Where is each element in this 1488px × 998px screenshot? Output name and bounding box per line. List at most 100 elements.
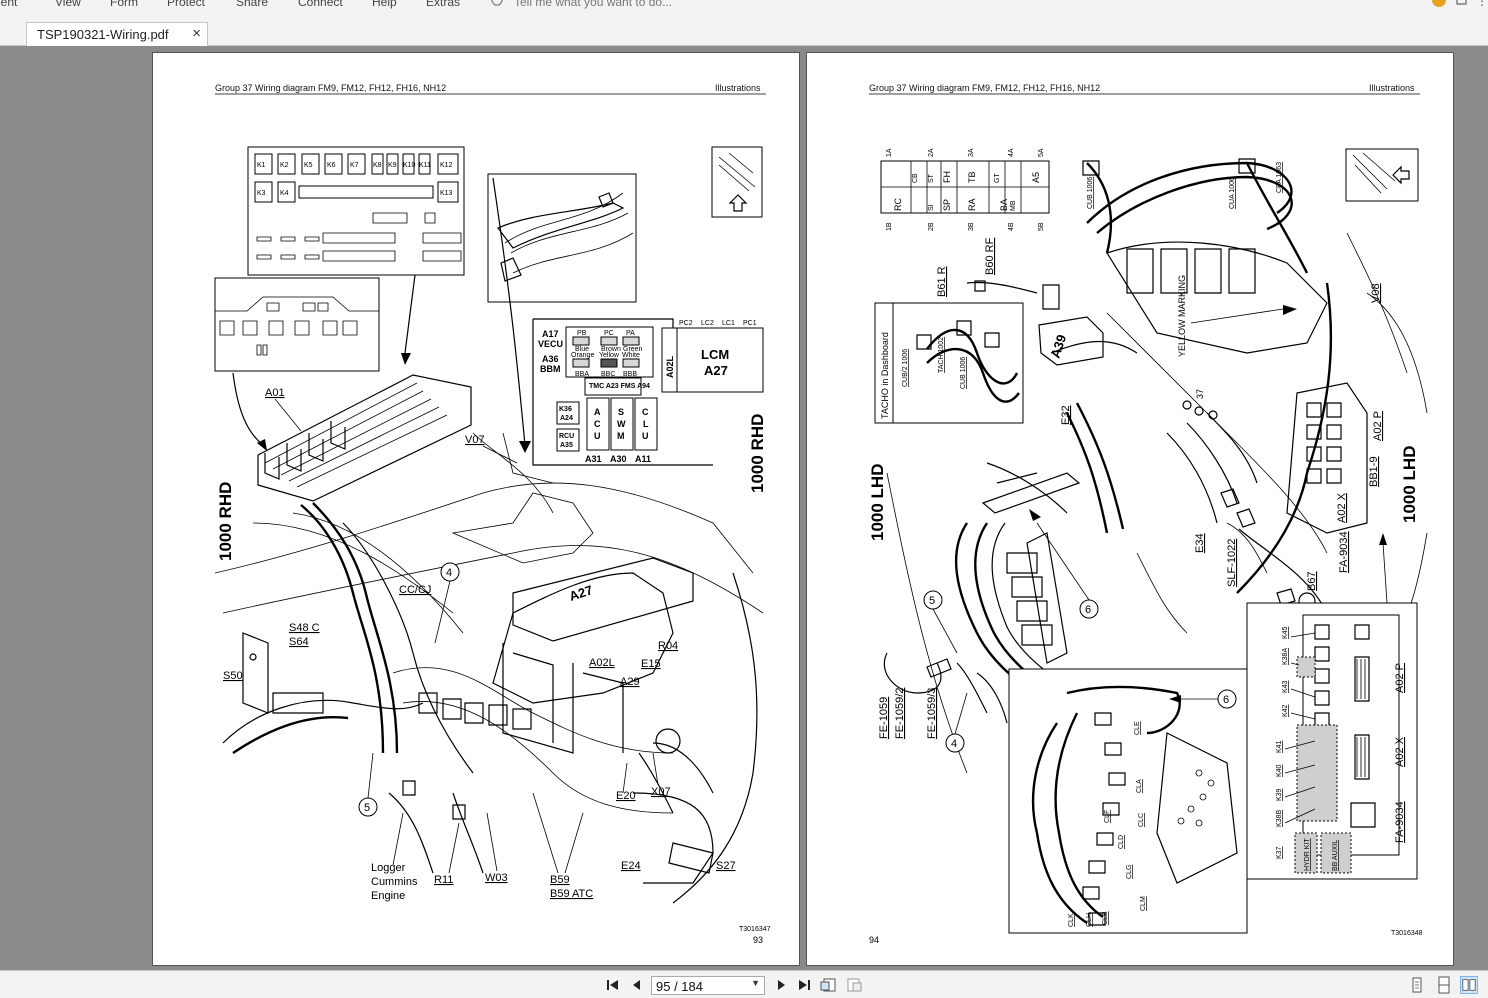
document-tab-title: TSP190321-Wiring.pdf: [37, 27, 169, 42]
more-icon[interactable]: ⋮: [1476, 0, 1488, 8]
svg-text:5: 5: [364, 802, 370, 814]
status-bar: 95 / 184 ▼: [0, 970, 1488, 998]
label-e32: E32: [1060, 405, 1072, 425]
svg-text:1B: 1B: [886, 222, 893, 231]
label-a01: A01: [265, 387, 285, 399]
next-view-icon[interactable]: [845, 977, 863, 993]
next-page-icon[interactable]: [772, 977, 790, 993]
svg-text:CUB 1006: CUB 1006: [960, 357, 967, 389]
svg-text:White: White: [622, 352, 640, 359]
side-label-rhd-bottom: 1000 RHD: [216, 482, 235, 561]
svg-text:CLH: CLH: [1086, 913, 1093, 927]
menu-extras[interactable]: Extras: [426, 0, 461, 9]
close-tab-icon[interactable]: ×: [192, 25, 201, 42]
label-fa-9034-top: FA-9034: [1338, 531, 1350, 573]
svg-text:RC: RC: [893, 198, 903, 211]
menu-help[interactable]: Help: [372, 0, 397, 9]
document-viewport[interactable]: Group 37 Wiring diagram FM9, FM12, FH12,…: [0, 46, 1488, 970]
last-page-icon[interactable]: [795, 977, 813, 993]
first-page-icon[interactable]: [604, 977, 622, 993]
svg-text:CUB/2 1006: CUB/2 1006: [902, 349, 909, 387]
svg-text:3B: 3B: [968, 222, 975, 231]
label-yellow-marking: YELLOW MARKING: [1177, 275, 1187, 357]
svg-text:BBA: BBA: [575, 371, 589, 378]
fuse-grid-diagram: 1A 2A 3A 4A 5A CB ST FH TB GT A5 RC SI S…: [880, 148, 1050, 231]
label-b67: B67: [1306, 571, 1318, 591]
side-label-lhd-left: 1000 LHD: [868, 464, 887, 541]
menu-comment[interactable]: nent: [0, 0, 18, 9]
single-page-view-icon[interactable]: [1408, 976, 1426, 994]
label-r11: R11: [434, 874, 453, 886]
central-unit-a01-drawing: A01: [257, 374, 472, 502]
page-number-94: 94: [869, 935, 879, 945]
label-fe-1059: FE-1059: [878, 697, 890, 739]
svg-text:CB: CB: [912, 173, 919, 183]
svg-text:6: 6: [1085, 604, 1091, 616]
svg-text:5B: 5B: [1038, 222, 1045, 231]
svg-text:A5: A5: [1031, 172, 1041, 183]
label-a29: A29: [620, 676, 640, 688]
label-a02l-engine: A02L: [589, 657, 615, 669]
svg-text:3A: 3A: [968, 148, 975, 157]
svg-text:K41: K41: [1276, 740, 1283, 753]
label-engine: Engine: [371, 890, 405, 902]
svg-text:CLM: CLM: [1140, 896, 1147, 911]
continuous-view-icon[interactable]: [1435, 976, 1453, 994]
svg-text:K13: K13: [440, 190, 453, 197]
svg-text:K1: K1: [257, 162, 266, 169]
two-page-view-icon[interactable]: [1460, 976, 1478, 994]
svg-text:HYDR KIT: HYDR KIT: [1304, 838, 1311, 871]
label-fe-1059-2: FE-1059/2: [894, 688, 906, 739]
menu-protect[interactable]: Protect: [167, 0, 206, 9]
svg-text:CLC: CLC: [1138, 813, 1145, 827]
tell-me-search[interactable]: Tell me what you want to do...: [514, 0, 673, 9]
page-header-left: Group 37 Wiring diagram FM9, FM12, FH12,…: [869, 83, 1100, 93]
label-s50: S50: [223, 670, 243, 682]
label-b61r: B61 R: [936, 266, 948, 297]
previous-view-icon[interactable]: [820, 977, 838, 993]
svg-text:A: A: [594, 407, 601, 417]
label-s64: S64: [289, 636, 309, 648]
menu-form[interactable]: Form: [110, 0, 138, 9]
document-tab-strip: TSP190321-Wiring.pdf ×: [0, 14, 1488, 46]
page-number-value: 95 / 184: [656, 979, 703, 994]
relay-box-diagram: K1 K2 K5 K6 K7 K8 K9 K10 K11 K12 K3 K4 K…: [247, 146, 465, 276]
svg-text:4B: 4B: [1008, 222, 1015, 231]
svg-text:K7: K7: [350, 162, 359, 169]
svg-text:5A: 5A: [1038, 148, 1045, 157]
side-label-lhd-right: 1000 LHD: [1400, 446, 1419, 523]
menu-view[interactable]: View: [55, 0, 81, 9]
svg-text:4: 4: [446, 567, 452, 579]
svg-text:FA-9034: FA-9034: [1394, 801, 1406, 843]
label-v08: V08: [1370, 283, 1382, 303]
svg-text:Green: Green: [623, 346, 643, 353]
svg-text:Brown: Brown: [601, 346, 621, 353]
label-e24: E24: [621, 860, 641, 872]
svg-text:Orange: Orange: [571, 352, 594, 359]
page-number-field[interactable]: 95 / 184 ▼: [651, 976, 765, 995]
label-cub: CUB 1006: [1087, 177, 1094, 209]
svg-text:K6: K6: [327, 162, 336, 169]
feedback-smiley-icon[interactable]: [1432, 0, 1446, 7]
previous-page-icon[interactable]: [628, 977, 646, 993]
svg-text:2B: 2B: [928, 222, 935, 231]
svg-text:K11: K11: [419, 162, 431, 169]
side-label-rhd-top: 1000 RHD: [748, 414, 767, 493]
svg-text:K38A: K38A: [1282, 648, 1289, 665]
pdf-page-93: Group 37 Wiring diagram FM9, FM12, FH12,…: [152, 52, 800, 966]
svg-text:L: L: [643, 419, 649, 429]
svg-text:K38B: K38B: [1276, 810, 1283, 827]
bell-icon[interactable]: [1456, 0, 1467, 6]
menu-connect[interactable]: Connect: [298, 0, 343, 9]
svg-text:MB: MB: [1010, 200, 1017, 211]
label-r04: R04: [658, 640, 678, 652]
svg-text:Blue: Blue: [575, 346, 589, 353]
document-tab[interactable]: TSP190321-Wiring.pdf ×: [26, 22, 208, 46]
chevron-down-icon[interactable]: ▼: [751, 978, 760, 988]
menu-share[interactable]: Share: [236, 0, 269, 9]
label-cummins: Cummins: [371, 876, 418, 888]
svg-text:A11: A11: [635, 454, 651, 464]
svg-text:A02L: A02L: [665, 355, 675, 378]
svg-text:A17: A17: [542, 329, 559, 339]
svg-text:TACH 1002: TACH 1002: [938, 337, 945, 373]
